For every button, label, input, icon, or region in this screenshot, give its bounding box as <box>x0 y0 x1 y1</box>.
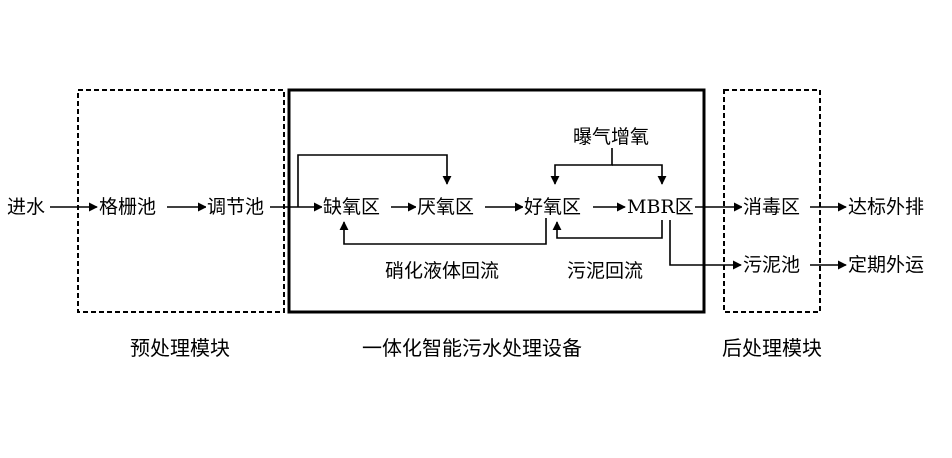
node-discharge: 达标外排 <box>847 196 926 218</box>
aeration-line-to-mbr <box>612 164 667 185</box>
integrated-equipment-box <box>287 88 706 314</box>
caption-pretreatment-module: 预处理模块 <box>130 336 230 360</box>
posttreatment-module-box <box>723 89 821 313</box>
arrow-sludge-return <box>552 220 663 239</box>
node-aerobic-zone: 好氧区 <box>523 196 583 218</box>
caption-posttreatment-module: 后处理模块 <box>722 336 822 360</box>
node-anoxic-zone: 缺氧区 <box>322 196 382 218</box>
caption-integrated-equipment: 一体化智能污水处理设备 <box>362 336 582 360</box>
node-inflow: 进水 <box>6 196 47 218</box>
node-disinfection-zone: 消毒区 <box>742 196 802 218</box>
annotation-aeration: 曝气增氧 <box>573 126 650 148</box>
node-anaerobic-zone: 厌氧区 <box>416 196 476 218</box>
aeration-line-to-aerobic <box>550 148 613 185</box>
node-equalization-tank: 调节池 <box>206 196 266 218</box>
pretreatment-module-box <box>77 89 285 313</box>
arrow-bypass-to-anaerobic <box>297 154 452 207</box>
node-screen-tank: 格栅池 <box>98 196 158 218</box>
node-sludge-disposal: 定期外运 <box>847 254 926 276</box>
node-mbr-zone: MBR区 <box>626 196 695 218</box>
node-sludge-tank: 污泥池 <box>742 254 802 276</box>
arrow-mbr-to-sludge-tank <box>669 220 742 270</box>
annotation-sludge-return: 污泥回流 <box>567 260 644 282</box>
arrow-nitrified-return <box>339 218 547 245</box>
annotation-nitrified-return: 硝化液体回流 <box>385 260 500 282</box>
